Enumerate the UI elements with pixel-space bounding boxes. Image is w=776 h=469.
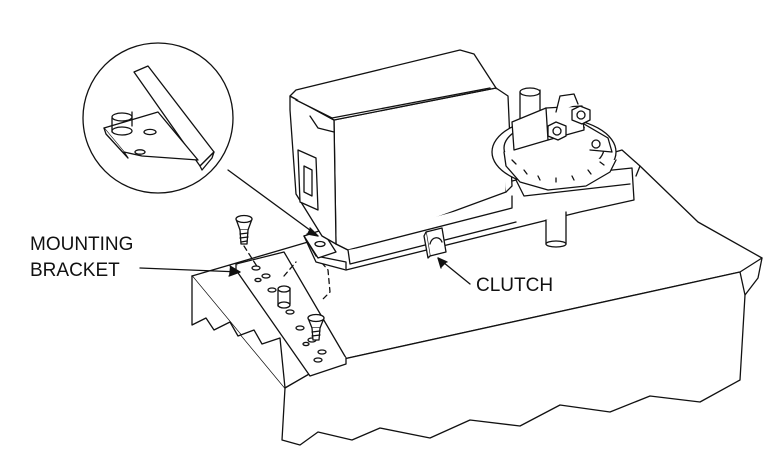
actuator-body xyxy=(289,49,517,265)
damper-shaft xyxy=(545,211,567,248)
screw-lower xyxy=(307,313,325,341)
mounting-bracket-label-line1: MOUNTING xyxy=(30,234,134,255)
shaft-clamp-assembly xyxy=(491,87,617,191)
clutch-label: CLUTCH xyxy=(476,275,554,296)
duct-surface xyxy=(191,149,763,446)
clutch-button xyxy=(423,227,447,259)
inset-detail xyxy=(82,42,234,194)
screw-upper xyxy=(235,214,253,245)
mounting-bracket-label-line2: BRACKET xyxy=(30,260,120,281)
leader-lines xyxy=(139,169,471,285)
